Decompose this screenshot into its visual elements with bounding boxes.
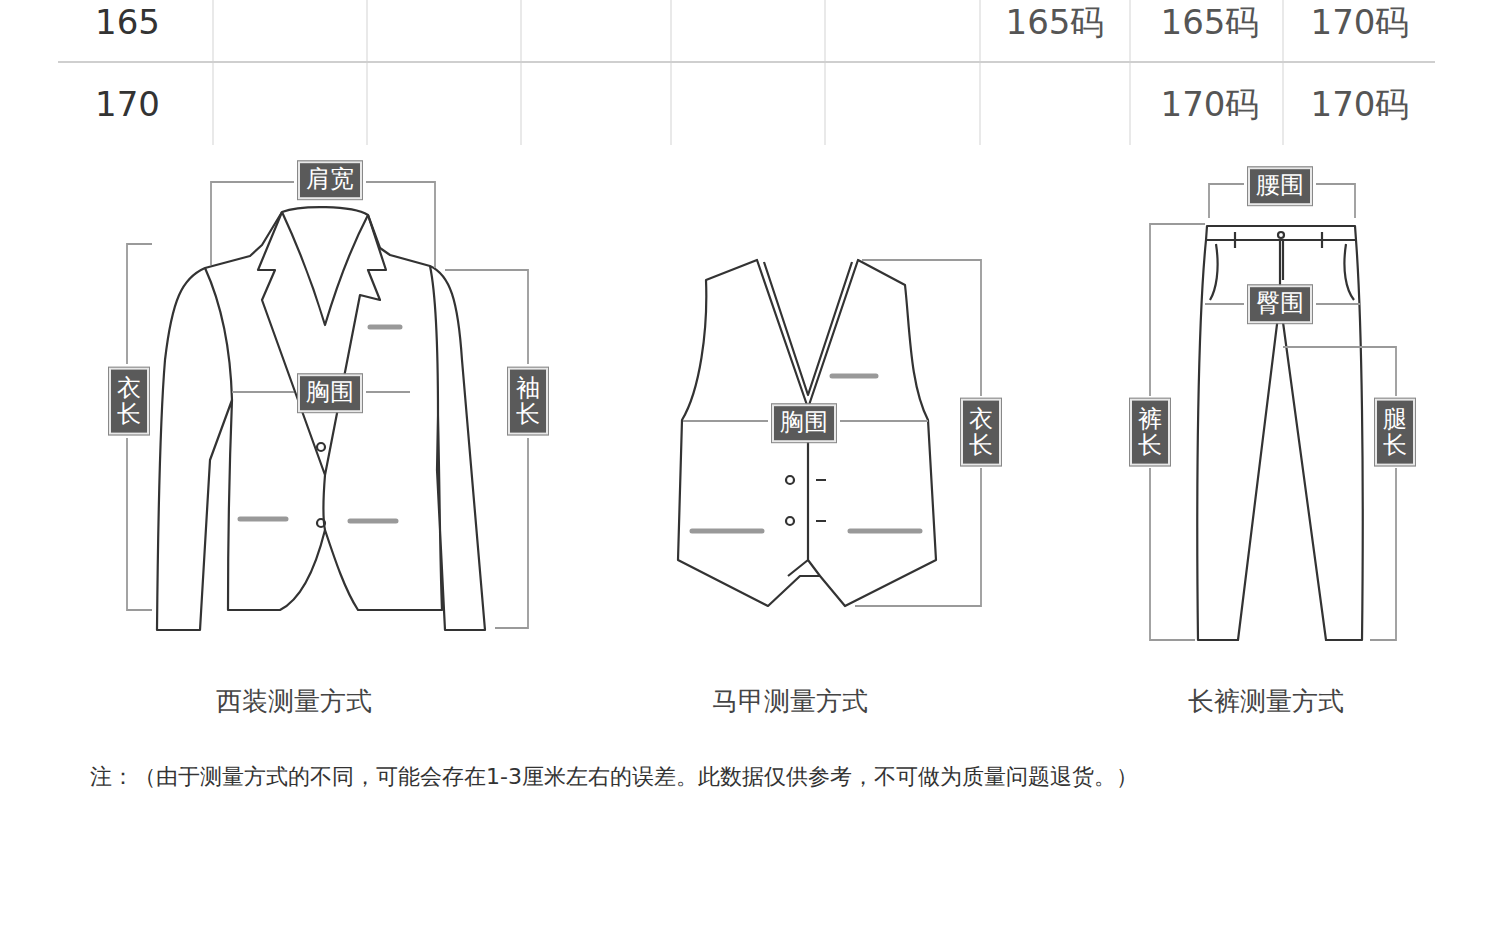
measure-label: 腿长 — [1383, 406, 1407, 459]
measure-label: 肩宽 — [306, 165, 354, 193]
measure-label: 衣长 — [969, 406, 993, 459]
measure-tag: 肩宽 — [298, 161, 362, 199]
caption-text: 长裤测量方式 — [1188, 684, 1344, 719]
measure-label: 衣长 — [117, 375, 141, 428]
pants-drawing — [1197, 226, 1362, 640]
measure-tag: 裤长 — [1130, 399, 1170, 466]
table-cell: 170码 — [1161, 82, 1260, 128]
measure-label: 臀围 — [1256, 289, 1304, 317]
table-cell: 165 — [95, 2, 160, 42]
measure-tag: 腿长 — [1375, 399, 1415, 466]
table-cell: 165码 — [1161, 0, 1260, 46]
table-cell: 170码 — [1311, 82, 1410, 128]
table-cell: 170 — [95, 84, 160, 124]
table-rule — [58, 61, 1435, 63]
measure-label: 胸围 — [306, 378, 354, 406]
vest-drawing — [678, 260, 936, 606]
pants-dimension-lines — [1150, 184, 1396, 640]
measure-tag: 臀围 — [1248, 285, 1312, 323]
measure-label: 袖长 — [516, 375, 540, 428]
measure-tag: 袖长 — [508, 368, 548, 435]
note-text: 注：（由于测量方式的不同，可能会存在1-3厘米左右的误差。此数据仅供参考，不可做… — [90, 762, 1138, 792]
vest-pockets — [692, 376, 920, 531]
jacket-drawing — [157, 207, 485, 630]
table-cell: 165码 — [1006, 0, 1105, 46]
measure-tag: 衣长 — [109, 368, 149, 435]
vest-dimension-lines — [683, 260, 981, 606]
measure-label: 腰围 — [1256, 171, 1304, 199]
caption-text: 马甲测量方式 — [712, 684, 868, 719]
jacket-pockets — [240, 327, 400, 521]
measure-tag: 衣长 — [961, 399, 1001, 466]
measure-tag: 腰围 — [1248, 167, 1312, 205]
table-grid — [213, 0, 1283, 145]
caption-text: 西装测量方式 — [216, 684, 372, 719]
table-cell: 170码 — [1311, 0, 1410, 46]
measure-label: 裤长 — [1138, 406, 1162, 459]
jacket-dimension-lines — [127, 182, 528, 628]
measure-tag: 胸围 — [772, 404, 836, 442]
measure-label: 胸围 — [780, 408, 828, 436]
measure-tag: 胸围 — [298, 374, 362, 412]
